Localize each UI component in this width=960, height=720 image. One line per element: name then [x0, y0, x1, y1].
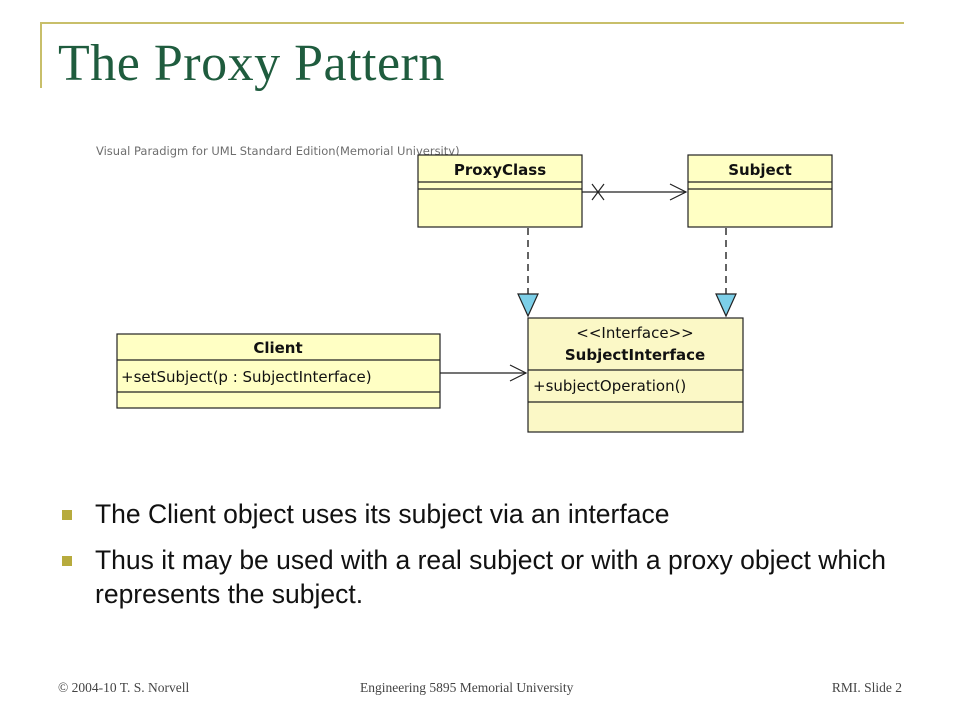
interface-stereotype: <<Interface>> [576, 324, 693, 342]
bullet-text: The Client object uses its subject via a… [95, 499, 670, 529]
subject-interface-box: <<Interface>> SubjectInterface +subjectO… [527, 317, 744, 433]
client-class-name: Client [253, 339, 302, 357]
association-proxy-to-subject [582, 183, 688, 201]
square-bullet-icon [62, 556, 72, 566]
realization-proxy-to-interface [517, 228, 539, 318]
footer-slide-number: RMI. Slide 2 [831, 680, 902, 695]
bullet-list: The Client object uses its subject via a… [62, 497, 922, 623]
footer-copyright: © 2004-10 T. S. Norvell [58, 680, 190, 695]
association-client-to-interface [440, 364, 528, 382]
bullet-item: The Client object uses its subject via a… [62, 497, 922, 531]
proxy-class-box: ProxyClass [417, 154, 583, 228]
subject-class-name: Subject [728, 161, 792, 179]
frame-top-line [40, 22, 904, 24]
square-bullet-icon [62, 510, 72, 520]
bullet-text: Thus it may be used with a real subject … [95, 545, 886, 609]
bullet-item: Thus it may be used with a real subject … [62, 543, 922, 611]
slide-title: The Proxy Pattern [58, 35, 445, 92]
realization-subject-to-interface [715, 228, 737, 318]
subject-class-box: Subject [687, 154, 833, 228]
footer-course: Engineering 5895 Memorial University [360, 680, 574, 695]
client-class-box: Client +setSubject(p : SubjectInterface) [116, 333, 441, 409]
interface-class-name: SubjectInterface [565, 346, 705, 364]
interface-operation: +subjectOperation() [533, 377, 686, 395]
proxy-class-name: ProxyClass [454, 161, 546, 179]
client-operation: +setSubject(p : SubjectInterface) [121, 368, 372, 386]
frame-left-line [40, 22, 42, 88]
diagram-watermark: Visual Paradigm for UML Standard Edition… [96, 144, 460, 158]
